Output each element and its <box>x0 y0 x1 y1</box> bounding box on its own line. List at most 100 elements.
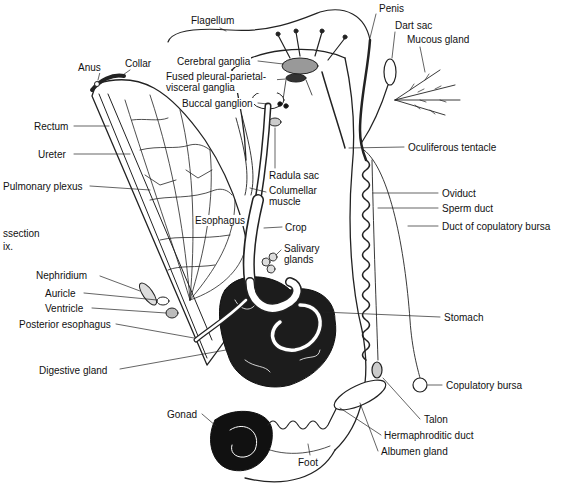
reproductive-organs <box>410 74 446 114</box>
reproductive-organs <box>364 150 420 378</box>
part-label: Salivary glands <box>283 243 330 265</box>
leader-line <box>74 14 442 455</box>
gut-tube <box>273 305 321 350</box>
salivary-gland <box>262 258 270 266</box>
reproductive-organs <box>413 378 427 392</box>
leader-line <box>378 208 438 209</box>
heart-kidney <box>157 297 169 305</box>
part-label: Digestive gland <box>38 365 108 376</box>
reproductive-organs <box>372 362 382 378</box>
nervous-system <box>283 80 312 100</box>
leader-line <box>220 28 226 31</box>
part-label: Talon <box>423 414 449 425</box>
part-label: ix. <box>2 241 14 252</box>
leader-line <box>373 193 438 194</box>
part-label: Oviduct <box>441 188 477 199</box>
leader-line <box>98 72 100 80</box>
leader-line <box>275 128 276 168</box>
leader-line <box>420 47 425 72</box>
part-label: Hermaphroditic duct <box>383 430 474 441</box>
leader-line <box>276 250 281 255</box>
part-label: Nephridium <box>35 270 88 281</box>
gut-tube <box>196 106 320 350</box>
reproductive-organs <box>384 59 396 85</box>
pulmonary-veins <box>160 235 230 240</box>
leader-line <box>370 14 376 38</box>
salivary-gland <box>262 253 277 273</box>
part-label: Duct of copulatory bursa <box>441 221 551 232</box>
digestive-gland <box>219 277 335 387</box>
leader-line <box>408 226 438 227</box>
part-label: Buccal ganglion <box>181 98 254 109</box>
leader-line <box>92 308 166 313</box>
nervous-system <box>278 32 345 60</box>
gut-tube <box>249 200 258 282</box>
part-label: Sperm duct <box>441 203 494 214</box>
leader-line <box>258 103 268 104</box>
leader-line <box>120 350 226 369</box>
part-label: Auricle <box>44 288 77 299</box>
heart-kidney <box>136 280 159 307</box>
nervous-system <box>276 29 347 148</box>
leader-line <box>74 126 109 127</box>
part-label: Anus <box>77 62 102 73</box>
part-label: Mucous gland <box>406 34 470 45</box>
leader-line <box>84 293 157 300</box>
lung-outline <box>99 94 207 358</box>
pulmonary-veins <box>125 95 245 300</box>
reproductive-organs <box>395 70 460 115</box>
nervous-system <box>320 29 324 33</box>
part-label: Fused pleural-parietal- visceral ganglia <box>165 71 277 93</box>
snail-dissection <box>74 10 460 482</box>
leader-line <box>308 444 310 455</box>
heart-kidney <box>166 308 178 318</box>
leader-line <box>322 312 440 317</box>
part-label: Ureter <box>37 149 67 160</box>
part-label: Foot <box>297 457 319 468</box>
nervous-system <box>286 74 306 82</box>
gut-tube <box>273 305 321 350</box>
buccal-mass <box>278 102 282 106</box>
leader-line <box>258 61 283 64</box>
leader-line <box>202 414 216 426</box>
leader-line <box>392 32 395 58</box>
leader-line <box>116 324 194 338</box>
part-label: Stomach <box>443 312 484 323</box>
gonad <box>210 411 272 470</box>
leader-line <box>74 154 130 155</box>
gut-tube <box>258 106 268 200</box>
gut-tube <box>250 282 297 308</box>
part-label: Flagellum <box>190 15 235 26</box>
part-label: Pulmonary plexus <box>2 181 83 192</box>
part-label: Columellar muscle <box>268 185 325 207</box>
gonad <box>268 405 338 429</box>
collar <box>92 76 124 90</box>
part-label: Penis <box>378 3 405 14</box>
leader-line <box>340 408 381 435</box>
part-label: Radula sac <box>268 170 320 181</box>
pulmonary-veins <box>132 118 168 120</box>
nervous-system <box>343 35 347 39</box>
buccal-mass <box>284 104 288 108</box>
part-label: Esophagus <box>194 215 246 226</box>
collar <box>92 76 124 90</box>
gut-tube <box>249 200 258 282</box>
pulmonary-veins <box>180 110 193 300</box>
leader-line <box>428 385 442 386</box>
reproductive-organs <box>363 160 370 360</box>
buccal-mass <box>269 118 281 126</box>
leader-line <box>100 276 140 291</box>
part-label: Albumen gland <box>380 446 449 457</box>
gut-tube <box>250 282 297 308</box>
pulmonary-veins <box>125 100 190 300</box>
leader-line <box>264 227 282 228</box>
nervous-system <box>276 32 280 36</box>
leader-line <box>90 186 150 190</box>
leader-line <box>360 403 378 451</box>
reproductive-organs <box>372 160 378 360</box>
leader-line <box>349 147 404 148</box>
leader-line <box>120 70 130 77</box>
nervous-system <box>294 29 298 33</box>
gonad <box>210 405 338 471</box>
